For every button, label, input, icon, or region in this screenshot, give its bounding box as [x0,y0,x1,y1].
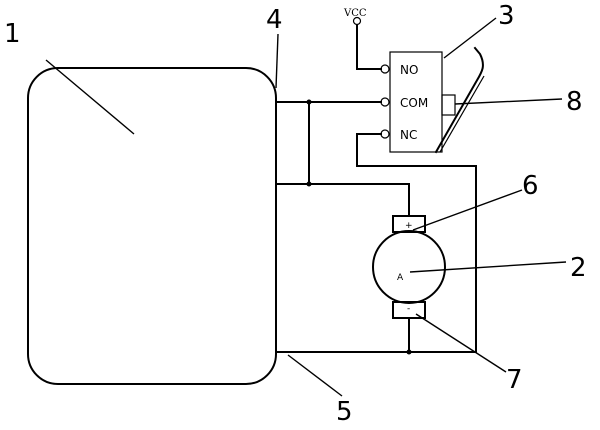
leader-1 [45,59,135,135]
upper-feed-wire [275,183,410,217]
no-label: NO [400,63,418,77]
callout-7: 7 [506,365,523,395]
com-label: COM [400,96,428,110]
com-terminal [380,97,390,107]
brush-plus-sign: + [405,221,413,231]
leader-8 [454,98,563,105]
switch-lever-edge [439,75,485,153]
motor-circle [372,230,446,304]
brush-minus-sign: - [407,304,410,314]
callout-3: 3 [498,1,515,31]
vcc-wire [356,24,382,70]
leader-7 [415,313,507,373]
leader-4 [275,33,279,89]
leader-2 [409,261,567,273]
no-terminal [380,64,390,74]
callout-5: 5 [336,397,353,427]
leader-6 [412,189,523,231]
callout-2: 2 [570,253,587,283]
leader-5 [287,354,343,397]
callout-6: 6 [522,171,539,201]
brush-minus [392,301,426,319]
switch-plunger [441,94,456,116]
callout-4: 4 [266,5,283,35]
callout-8: 8 [566,87,583,117]
nc-wire [356,133,477,353]
nc-label: NC [400,128,417,142]
leader-3 [443,17,497,59]
motor-label: A [397,273,404,283]
nc-terminal [380,129,390,139]
component-1-block [27,67,277,385]
callout-1: 1 [4,19,21,49]
switch-lever [434,46,484,154]
vcc-label: VCC [343,8,367,19]
